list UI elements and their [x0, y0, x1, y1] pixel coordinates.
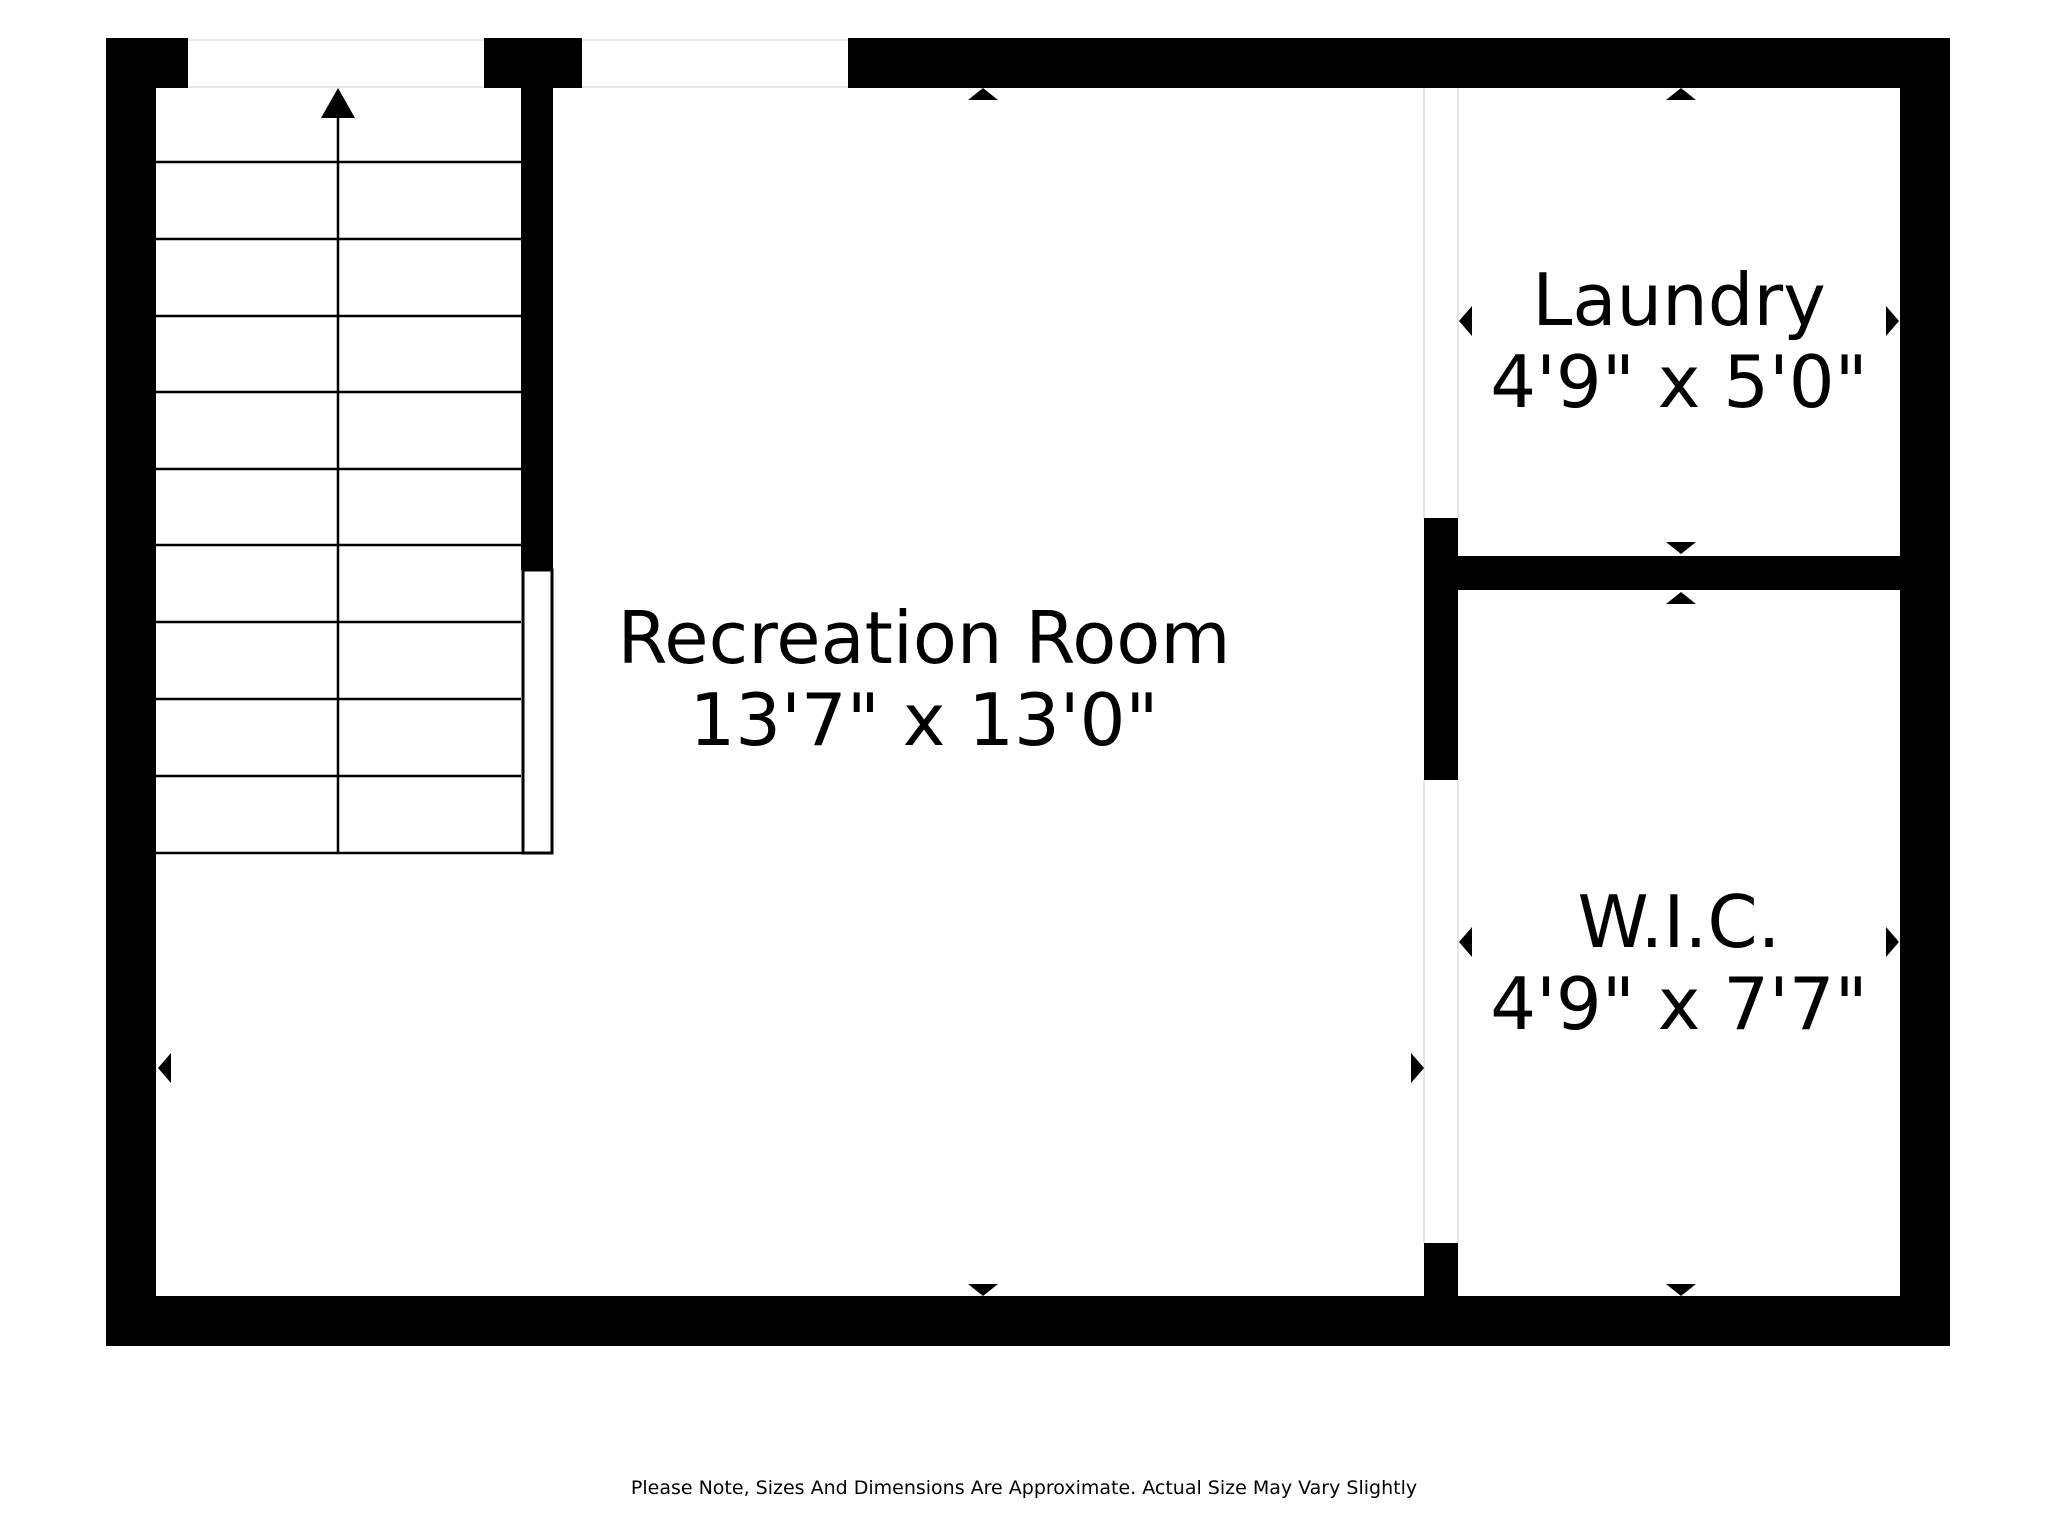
marker-down-icon [968, 1284, 998, 1296]
wall-left [106, 38, 156, 1346]
marker-left-icon [1459, 927, 1472, 957]
marker-right-icon [1411, 1053, 1424, 1083]
marker-up-icon [1666, 88, 1696, 100]
stairs [156, 118, 553, 855]
wall-bottom [106, 1296, 1950, 1346]
wall-right [1900, 38, 1950, 1346]
marker-down-icon [1666, 542, 1696, 554]
marker-up-icon [1666, 592, 1696, 604]
stair-wall [521, 88, 553, 570]
recreation-room-name: Recreation Room [618, 596, 1231, 680]
marker-down-icon [1666, 1284, 1696, 1296]
exterior-walls [106, 38, 1950, 1346]
stair-railing [521, 568, 554, 855]
wall-top-right [848, 38, 1950, 88]
partition-lower [1424, 1243, 1458, 1346]
laundry-dims: 4'9" x 5'0" [1490, 340, 1867, 424]
marker-right-icon [1886, 306, 1899, 336]
wic-dims: 4'9" x 7'7" [1490, 962, 1867, 1046]
disclaimer-note: Please Note, Sizes And Dimensions Are Ap… [630, 1477, 1418, 1499]
marker-left-icon [158, 1053, 171, 1083]
laundry-name: Laundry [1532, 258, 1825, 342]
dimension-markers [158, 88, 1899, 1296]
laundry-wic-wall [1424, 556, 1950, 590]
recreation-room-dims: 13'7" x 13'0" [689, 678, 1158, 762]
interior-walls [521, 88, 1950, 1346]
up-arrow-icon [321, 88, 355, 118]
marker-right-icon [1886, 927, 1899, 957]
top-openings [188, 39, 848, 88]
wall-top-mid [484, 38, 582, 88]
marker-up-icon [968, 88, 998, 100]
wic-name: W.I.C. [1577, 880, 1780, 964]
marker-left-icon [1459, 306, 1472, 336]
partition-openings [1423, 88, 1459, 1243]
